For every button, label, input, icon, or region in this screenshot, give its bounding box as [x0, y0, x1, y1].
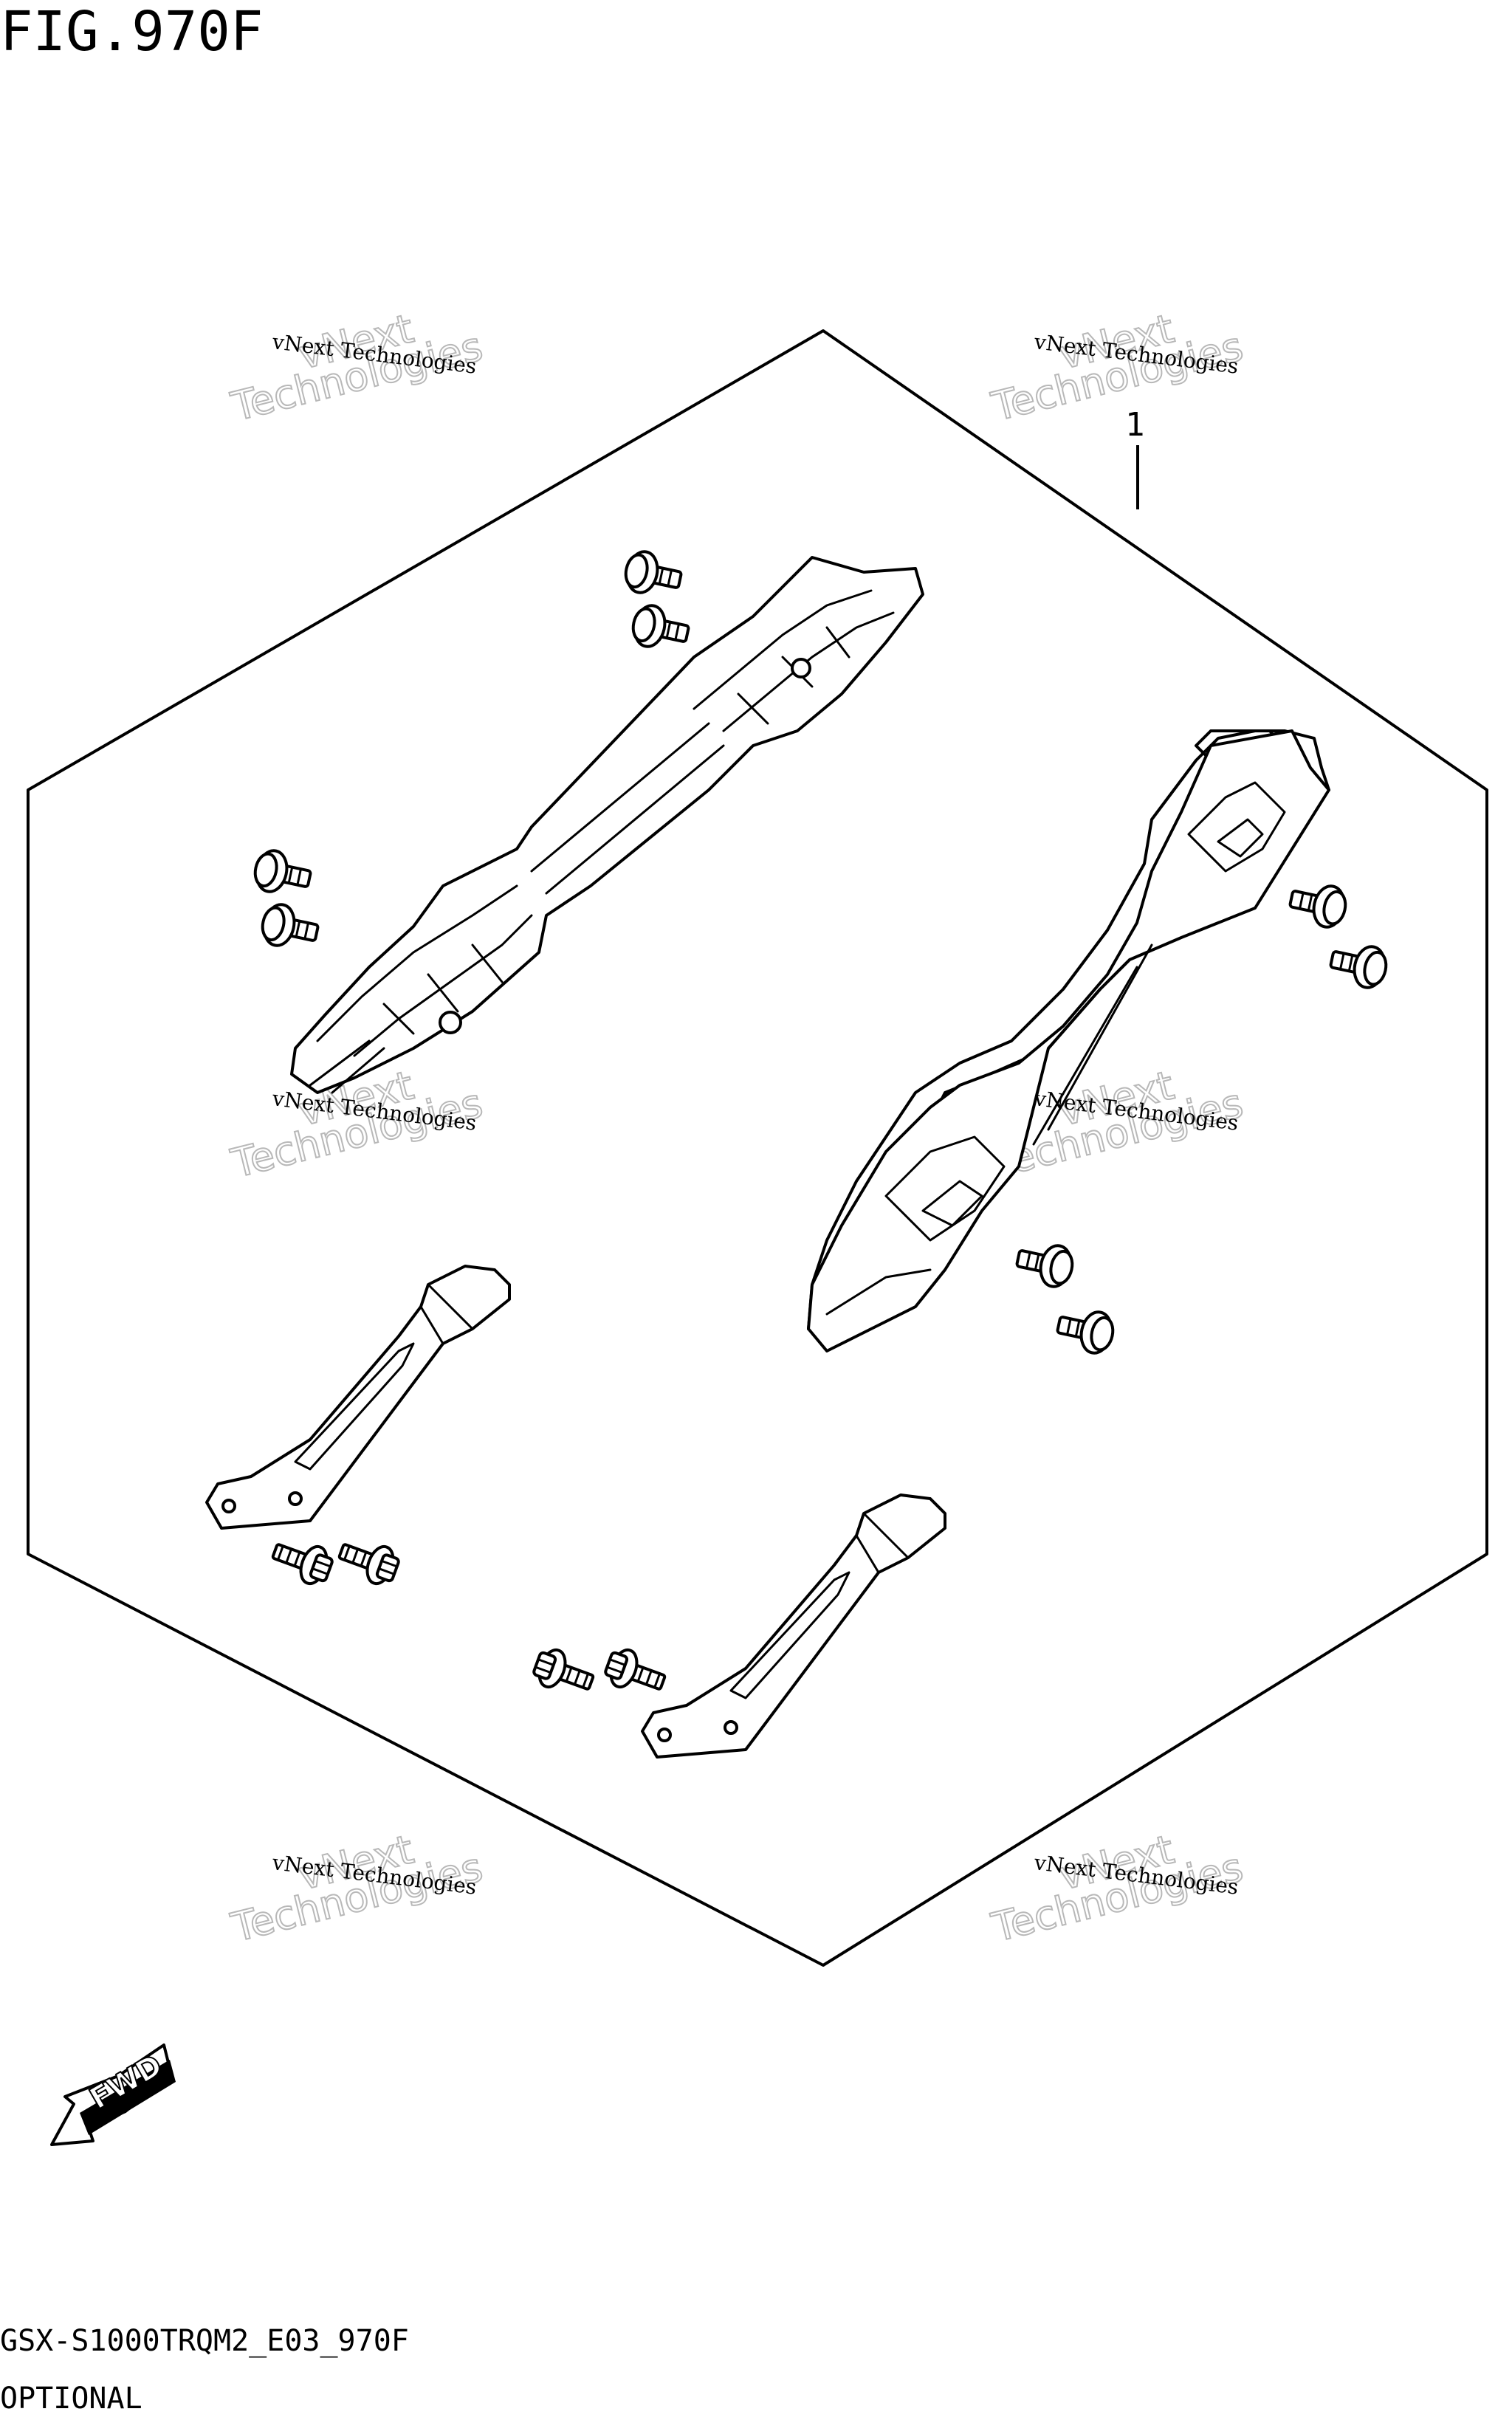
section-label: OPTIONAL	[0, 2382, 142, 2416]
bolt-icon[interactable]	[257, 900, 323, 955]
bolt-icon[interactable]	[628, 601, 693, 656]
right-footrest-bracket[interactable]	[641, 1493, 946, 1759]
bolt-icon[interactable]	[1053, 1302, 1118, 1358]
bolt-icon[interactable]	[1012, 1236, 1078, 1291]
bolt-icon[interactable]	[250, 846, 315, 901]
bolt-icon[interactable]	[620, 547, 686, 602]
watermark-bottom-right: Technologies vNext vNext Technologies	[986, 1825, 1248, 1952]
kit-boundary	[27, 329, 1488, 1967]
flange-bolt-icon[interactable]	[600, 1643, 671, 1702]
left-grip-rail[interactable]	[290, 556, 924, 1094]
bolt-icon[interactable]	[1326, 937, 1392, 992]
right-grip-rail[interactable]	[807, 729, 1330, 1352]
fwd-arrow-icon: FWD	[50, 2043, 176, 2146]
flange-bolt-icon[interactable]	[267, 1531, 337, 1590]
watermark-bottom-left: Technologies vNext vNext Technologies	[226, 1825, 488, 1952]
part-code: GSX-S1000TRQM2_E03_970F	[0, 2324, 409, 2358]
left-footrest-bracket[interactable]	[205, 1265, 511, 1530]
figure-title: FIG.970F	[0, 0, 263, 63]
bolt-icon[interactable]	[1285, 876, 1351, 932]
watermark-top-right: Technologies vNext vNext Technologies	[986, 304, 1248, 431]
flange-bolt-icon[interactable]	[529, 1643, 599, 1702]
watermark-top-left: Technologies vNext vNext Technologies	[226, 304, 488, 431]
flange-bolt-icon[interactable]	[333, 1531, 404, 1590]
watermark-mid-left: Technologies vNext vNext Technologies	[226, 1061, 488, 1188]
callout-label-1[interactable]: 1	[1125, 406, 1145, 444]
